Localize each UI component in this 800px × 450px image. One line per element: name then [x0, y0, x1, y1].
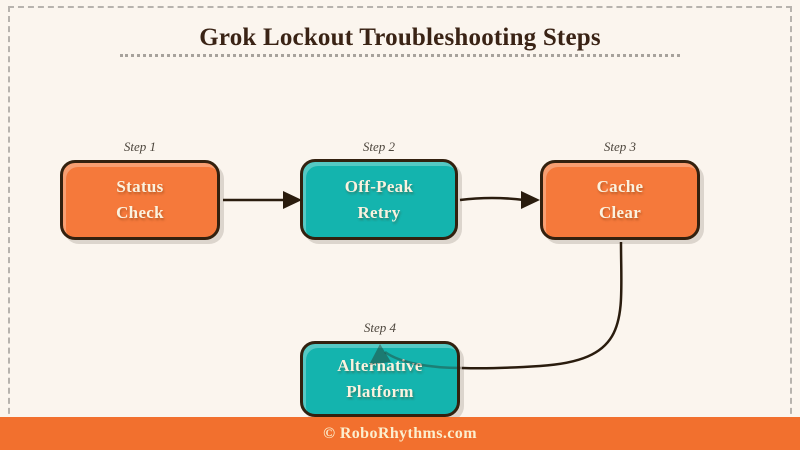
step-4-node: Alternative Platform [300, 341, 460, 417]
step-2-label: Step 2 [362, 139, 396, 154]
step-3-node: Cache Clear [540, 160, 700, 240]
step-3-label: Step 3 [603, 139, 637, 154]
step-3-text-line1: Cache [596, 177, 644, 196]
connector-step2-step3 [459, 196, 525, 202]
footer-bar: © RoboRhythms.com [0, 417, 800, 450]
step-1-text-line2: Check [116, 203, 164, 222]
step-1-text-line1: Status [116, 177, 164, 196]
connector-step3-step4 [461, 241, 623, 370]
footer-credit-text: © RoboRhythms.com [323, 424, 477, 442]
step-3-text-line2: Clear [598, 203, 642, 222]
arrowhead-right-icon [521, 191, 540, 209]
step-4-text-line1: Alternative [337, 356, 423, 375]
step-1-label: Step 1 [123, 139, 157, 154]
step-2-node: Off-Peak Retry [300, 159, 458, 240]
step-2-text-line1: Off-Peak [344, 176, 414, 196]
step-1-node: Status Check [60, 160, 220, 240]
step-4-text-line2: Platform [346, 382, 414, 401]
title-underline [120, 54, 680, 57]
page-title: Grok Lockout Troubleshooting Steps [199, 24, 601, 51]
step-2-text-line2: Retry [357, 202, 401, 222]
step-4-label: Step 4 [363, 320, 397, 335]
